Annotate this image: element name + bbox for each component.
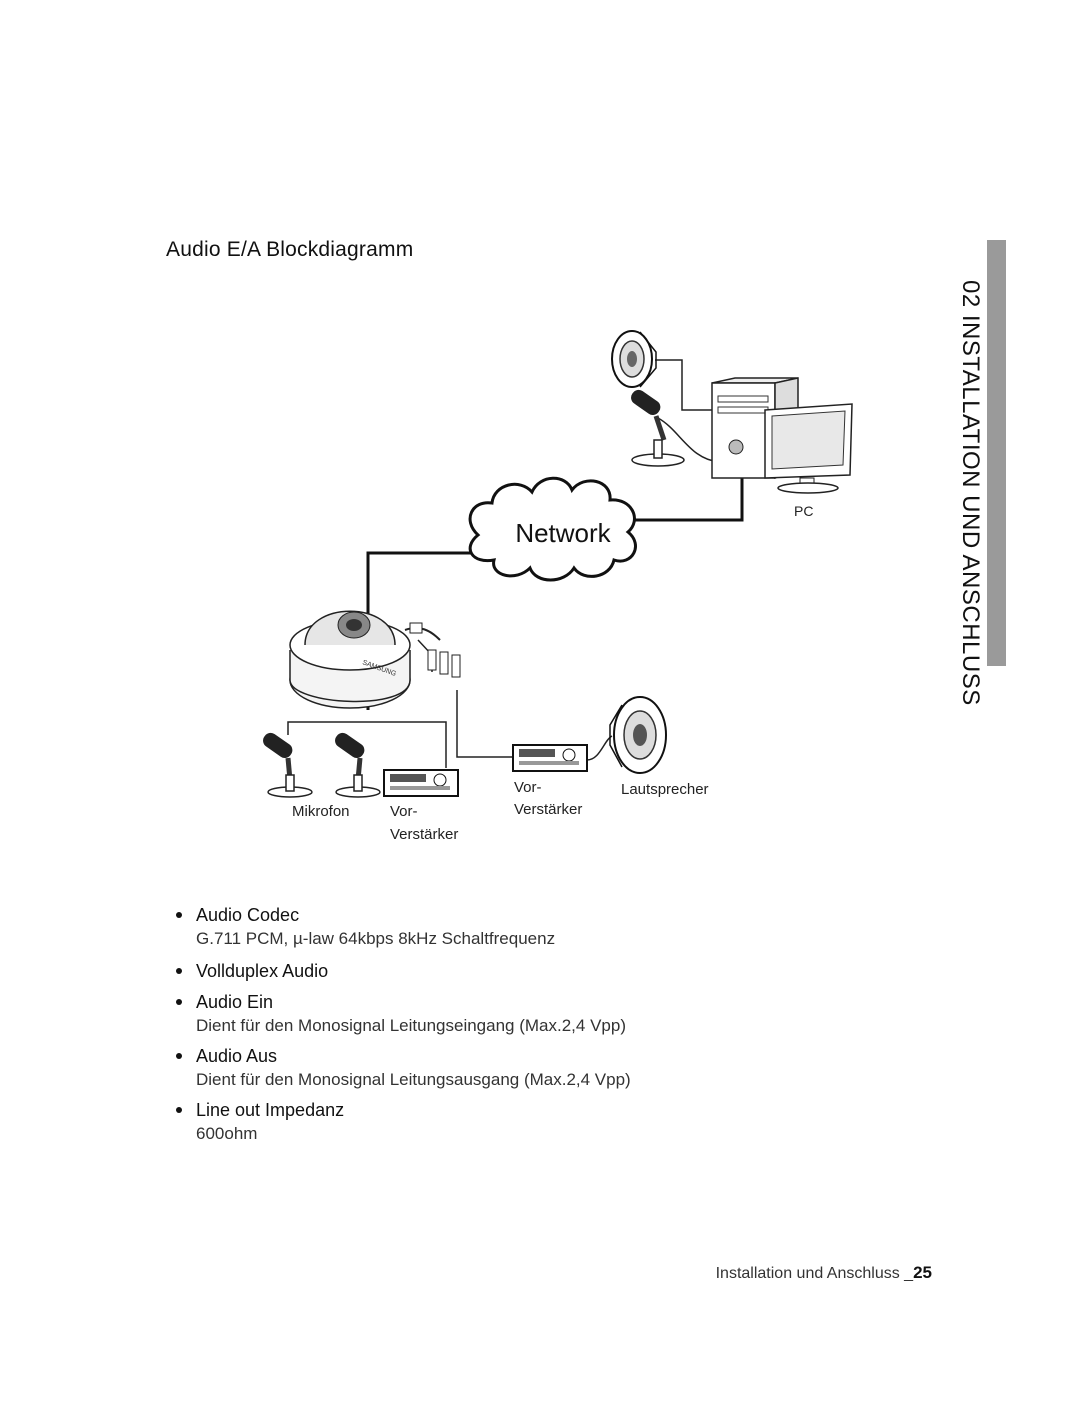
list-item: Vollduplex Audio [176, 959, 631, 983]
bullet-dot [176, 999, 182, 1005]
side-tab-bar [987, 240, 1006, 666]
section-title: Audio E/A Blockdiagramm [166, 238, 414, 261]
pc-label: PC [794, 503, 814, 519]
spec-detail: G.711 PCM, µ-law 64kbps 8kHz Schaltfrequ… [196, 929, 556, 948]
list-item: Audio Aus Dient für den Monosignal Leitu… [176, 1044, 631, 1092]
bullet-dot [176, 968, 182, 974]
bullet-dot [176, 1053, 182, 1059]
network-cloud-icon [468, 476, 637, 582]
spec-list: Audio Codec G.711 PCM, µ-law 64kbps 8kHz… [176, 903, 631, 1146]
network-label: Network [515, 518, 611, 548]
preamp-right-label-line2: Verstärker [514, 801, 583, 818]
list-item: Audio Ein Dient für den Monosignal Leitu… [176, 990, 631, 1038]
side-tab-label: 02 INSTALLATION UND ANSCHLUSS [957, 280, 984, 706]
amplifier-icon [512, 744, 588, 772]
preamp-left-label-line2: Verstärker [390, 826, 459, 843]
microphone-icon [263, 732, 313, 798]
spec-heading: Audio Aus [196, 1046, 278, 1066]
bullet-dot [176, 912, 182, 918]
spec-detail: Dient für den Monosignal Leitungseingang… [196, 1016, 626, 1035]
spec-heading: Audio Codec [196, 905, 300, 925]
microphone-icon [631, 389, 685, 467]
microphone-icon [335, 732, 381, 798]
spec-heading: Vollduplex Audio [196, 961, 329, 981]
speaker-icon [611, 330, 657, 388]
speaker-icon [609, 696, 667, 774]
spec-heading: Audio Ein [196, 992, 274, 1012]
spec-heading: Line out Impedanz [196, 1100, 345, 1120]
spec-detail: 600ohm [196, 1124, 258, 1143]
page-footer: Installation und Anschluss _25 [716, 1263, 932, 1283]
list-item: Line out Impedanz 600ohm [176, 1098, 631, 1146]
footer-text: Installation und Anschluss _ [715, 1265, 914, 1282]
amplifier-icon [383, 769, 459, 797]
mic-label: Mikrofon [292, 803, 350, 820]
speaker-label: Lautsprecher [621, 781, 709, 798]
preamp-left-label-line1: Vor- [390, 803, 418, 820]
spec-detail: Dient für den Monosignal Leitungsausgang… [196, 1070, 631, 1089]
page-number: 25 [913, 1263, 932, 1282]
pc-monitor-icon [764, 403, 853, 494]
dome-camera-icon: SAMSUNG [289, 610, 461, 709]
list-item: Audio Codec G.711 PCM, µ-law 64kbps 8kHz… [176, 903, 631, 951]
audio-block-diagram: Network SAMSUNG [263, 330, 853, 798]
preamp-right-label-line1: Vor- [514, 779, 542, 796]
bullet-dot [176, 1107, 182, 1113]
